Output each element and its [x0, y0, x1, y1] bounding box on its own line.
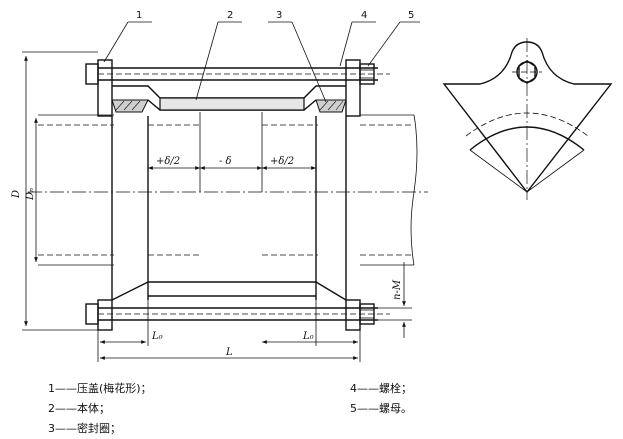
callout-leaders [103, 21, 420, 103]
label-gap-right: +δ/2 [270, 156, 294, 167]
legend-item-4: 4——螺栓； [350, 382, 412, 395]
gap-dimension [147, 156, 317, 188]
legend-item-2: 2——本体； [48, 402, 110, 415]
bottom-bolt [85, 303, 390, 325]
end-view [442, 38, 613, 200]
coupling-body [112, 85, 346, 297]
label-gap-left: +δ/2 [156, 156, 180, 167]
top-nut [359, 63, 375, 85]
label-total-length: L [225, 347, 233, 358]
label-outer-diameter: D [11, 190, 22, 199]
callout-2: 2 [227, 10, 233, 21]
dimension-outer-diameter [22, 51, 98, 331]
bolt-dimension [378, 262, 412, 338]
callout-3: 3 [276, 10, 282, 21]
legend-item-1: 1——压盖(梅花形)； [48, 382, 152, 395]
label-right-length: L₀ [302, 331, 314, 342]
callout-4: 4 [361, 10, 367, 21]
right-gland [315, 59, 361, 331]
callout-5: 5 [408, 10, 414, 21]
right-pipe [261, 112, 418, 266]
length-dimensions [97, 300, 361, 362]
legend-item-5: 5——螺母。 [350, 402, 412, 415]
label-bolt-spec: n-M [392, 279, 403, 300]
bottom-nut [359, 303, 375, 325]
legend-item-3: 3——密封圈； [48, 422, 121, 435]
top-bolt [85, 63, 390, 85]
right-seal [315, 99, 347, 113]
callout-1: 1 [136, 10, 142, 21]
label-left-length: L₀ [151, 331, 163, 342]
left-pipe [38, 112, 201, 266]
label-nominal-diameter: Dₙ [25, 188, 36, 201]
label-gap-center: - δ [219, 156, 232, 167]
left-seal [111, 99, 149, 113]
